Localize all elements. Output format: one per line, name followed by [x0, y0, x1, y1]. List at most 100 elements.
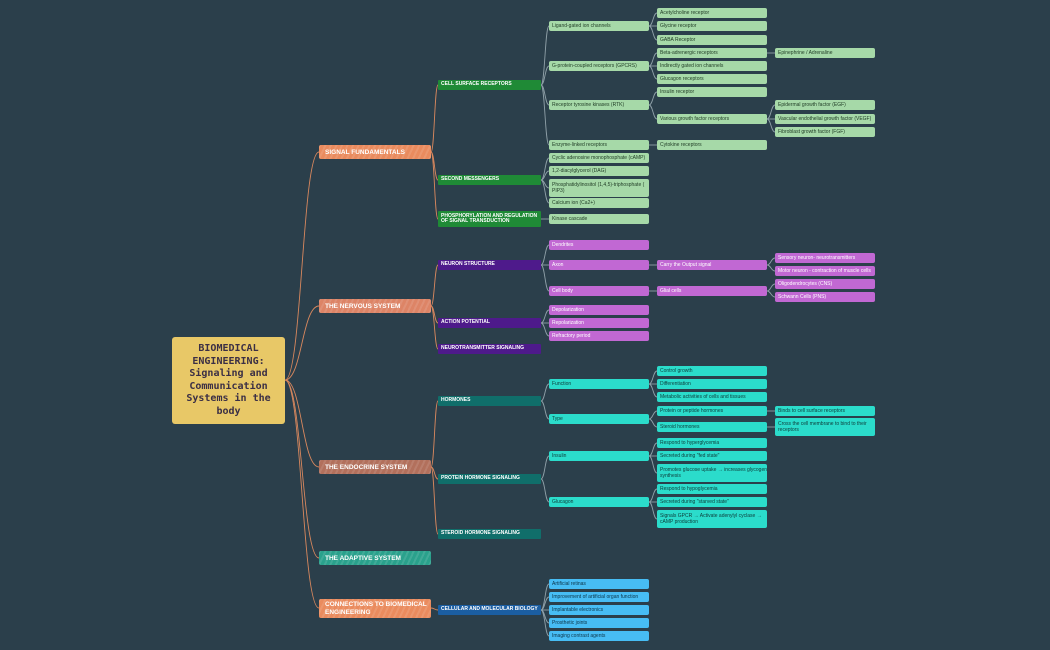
leaf-type[interactable]: Type	[549, 414, 649, 424]
connector-line	[540, 309, 550, 324]
leaf-prosthetic-joints[interactable]: Prosthetic joints	[549, 618, 649, 628]
connector-line	[430, 466, 439, 480]
connector-line	[430, 305, 439, 350]
connector-line	[766, 257, 776, 266]
leaf-fed-state[interactable]: Secreted during "fed state"	[657, 451, 767, 461]
leaf-insulin[interactable]: Insulin	[549, 451, 649, 461]
leaf-glucagon[interactable]: Glucagon	[549, 497, 649, 507]
leaf-function[interactable]: Function	[549, 379, 649, 389]
subtopic-cellular-molecular-biology[interactable]: CELLULAR AND MOLECULAR BIOLOGY	[438, 605, 541, 615]
leaf-kinase-cascade[interactable]: Kinase cascade	[549, 214, 649, 224]
leaf-depolarization[interactable]: Depolarization	[549, 305, 649, 315]
leaf-camp[interactable]: Cyclic adenosine monophosphate (cAMP)	[549, 153, 649, 163]
leaf-promotes-glucose-uptake[interactable]: Promotes glucose uptake → increases glyc…	[657, 464, 767, 482]
leaf-cell-body[interactable]: Cell body	[549, 286, 649, 296]
leaf-imaging-contrast-agents[interactable]: Imaging contrast agents	[549, 631, 649, 641]
subtopic-neurotransmitter-signaling[interactable]: NEUROTRANSMITTER SIGNALING	[438, 344, 541, 354]
leaf-glucagon-receptors[interactable]: Glucagon receptors	[657, 74, 767, 84]
connector-line	[766, 290, 776, 298]
connector-line	[284, 151, 320, 381]
leaf-egf[interactable]: Epidermal growth factor (EGF)	[775, 100, 875, 110]
connector-line	[540, 583, 550, 611]
leaf-beta-adrenergic-receptors[interactable]: Beta-adrenergic receptors	[657, 48, 767, 58]
subtopic-neuron-structure[interactable]: NEURON STRUCTURE	[438, 260, 541, 270]
subtopic-steroid-hormone-signaling[interactable]: STEROID HORMONE SIGNALING	[438, 529, 541, 539]
connector-line	[540, 264, 550, 292]
leaf-refractory-period[interactable]: Refractory period	[549, 331, 649, 341]
leaf-insulin-receptor[interactable]: Insulin receptor	[657, 87, 767, 97]
branch-connections-biomedical-engineering[interactable]: CONNECTIONS TO BIOMEDICAL ENGINEERING	[319, 599, 431, 618]
subtopic-second-messengers[interactable]: SECOND MESSENGERS	[438, 175, 541, 185]
leaf-differentiation[interactable]: Differentiation	[657, 379, 767, 389]
connector-line	[540, 609, 550, 637]
connector-line	[540, 478, 550, 503]
leaf-pip3[interactable]: Phosphatidylinositol (1,4,5)-triphosphat…	[549, 179, 649, 197]
leaf-growth-factor-receptors[interactable]: Various growth factor receptors	[657, 114, 767, 124]
leaf-respond-hyperglycemia[interactable]: Respond to hyperglycemia	[657, 438, 767, 448]
leaf-respond-hypoglycemia[interactable]: Respond to hypoglycemia	[657, 484, 767, 494]
connector-line	[648, 65, 658, 80]
subtopic-action-potential[interactable]: ACTION POTENTIAL	[438, 318, 541, 328]
leaf-receptor-tyrosine-kinases[interactable]: Receptor tyrosine kinases (RTK)	[549, 100, 649, 110]
connector-line	[540, 400, 550, 420]
connector-line	[540, 84, 550, 146]
central-topic[interactable]: BIOMEDICAL ENGINEERING: Signaling and Co…	[172, 337, 285, 424]
connector-line	[648, 12, 658, 27]
subtopic-cell-surface-receptors[interactable]: CELL SURFACE RECEPTORS	[438, 80, 541, 90]
leaf-dendrites[interactable]: Dendrites	[549, 240, 649, 250]
leaf-gaba-receptor[interactable]: GABA Receptor	[657, 35, 767, 45]
connector-line	[648, 501, 658, 520]
leaf-metabolic-activities[interactable]: Metabolic activities of cells and tissue…	[657, 392, 767, 402]
connector-line	[648, 104, 658, 120]
connector-line	[284, 379, 320, 609]
connector-line	[648, 25, 658, 41]
subtopic-phosphorylation-regulation[interactable]: PHOSPHORYLATION AND REGULATION OF SIGNAL…	[438, 211, 541, 227]
leaf-epinephrine-adrenaline[interactable]: Epinephrine / Adrenaline	[775, 48, 875, 58]
leaf-oligodendrocytes[interactable]: Oligodendrocytes (CNS)	[775, 279, 875, 289]
branch-adaptive-system[interactable]: THE ADAPTIVE SYSTEM	[319, 551, 431, 565]
leaf-fgf[interactable]: Fibroblast growth factor (FGF)	[775, 127, 875, 137]
connector-line	[766, 118, 776, 133]
leaf-dag[interactable]: 1,2-diacylglycerol (DAG)	[549, 166, 649, 176]
leaf-schwann-cells[interactable]: Schwann Cells (PNS)	[775, 292, 875, 302]
leaf-signals-gpcr[interactable]: Signals GPCR → Activate adenylyl cyclase…	[657, 510, 767, 528]
leaf-acetylcholine-receptor[interactable]: Acetylcholine receptor	[657, 8, 767, 18]
subtopic-hormones[interactable]: HORMONES	[438, 396, 541, 406]
branch-endocrine-system[interactable]: THE ENDOCRINE SYSTEM	[319, 460, 431, 474]
leaf-calcium-ion[interactable]: Calcium ion (Ca2+)	[549, 198, 649, 208]
leaf-enzyme-linked-receptors[interactable]: Enzyme-linked receptors	[549, 140, 649, 150]
leaf-repolarization[interactable]: Repolarization	[549, 318, 649, 328]
leaf-sensory-neuron[interactable]: Sensory neuron- neurotransmitters	[775, 253, 875, 263]
connector-line	[648, 455, 658, 474]
leaf-glycine-receptor[interactable]: Glycine receptor	[657, 21, 767, 31]
branch-signal-fundamentals[interactable]: SIGNAL FUNDAMENTALS	[319, 145, 431, 159]
leaf-implantable-electronics[interactable]: Implantable electronics	[549, 605, 649, 615]
leaf-cytokine-receptors[interactable]: Cytokine receptors	[657, 140, 767, 150]
leaf-steroid-hormones[interactable]: Steroid hormones	[657, 422, 767, 432]
branch-nervous-system[interactable]: THE NERVOUS SYSTEM	[319, 299, 431, 313]
leaf-control-growth[interactable]: Control growth	[657, 366, 767, 376]
subtopic-protein-hormone-signaling[interactable]: PROTEIN HORMONE SIGNALING	[438, 474, 541, 484]
leaf-ligand-gated-ion-channels[interactable]: Ligand-gated ion channels	[549, 21, 649, 31]
connector-line	[430, 84, 439, 153]
connector-line	[284, 305, 320, 381]
leaf-glial-cells[interactable]: Glial cells	[657, 286, 767, 296]
leaf-motor-neuron[interactable]: Motor neuron - contraction of muscle cel…	[775, 266, 875, 276]
leaf-indirectly-gated-ion-channels[interactable]: Indirectly gated ion channels	[657, 61, 767, 71]
leaf-starved-state[interactable]: Secreted during "starved state"	[657, 497, 767, 507]
leaf-vegf[interactable]: Vascular endothelial growth factor (VEGF…	[775, 114, 875, 124]
connector-line	[540, 244, 550, 266]
connector-line	[540, 179, 550, 204]
connector-line	[540, 322, 550, 337]
leaf-binds-cell-surface-receptors[interactable]: Binds to cell surface receptors	[775, 406, 875, 416]
leaf-carry-output-signal[interactable]: Carry the Output signal	[657, 260, 767, 270]
connector-line	[430, 400, 439, 468]
leaf-cross-cell-membrane[interactable]: Cross the cell membrane to bind to their…	[775, 418, 875, 436]
connector-line	[430, 466, 439, 535]
leaf-artificial-retinas[interactable]: Artificial retinas	[549, 579, 649, 589]
leaf-gpcrs[interactable]: G-protein-coupled receptors (GPCRS)	[549, 61, 649, 71]
leaf-axon[interactable]: Axon	[549, 260, 649, 270]
connector-line	[284, 379, 320, 559]
leaf-artificial-organ-function[interactable]: Improvement of artificial organ function	[549, 592, 649, 602]
leaf-protein-peptide-hormones[interactable]: Protein or peptide hormones	[657, 406, 767, 416]
